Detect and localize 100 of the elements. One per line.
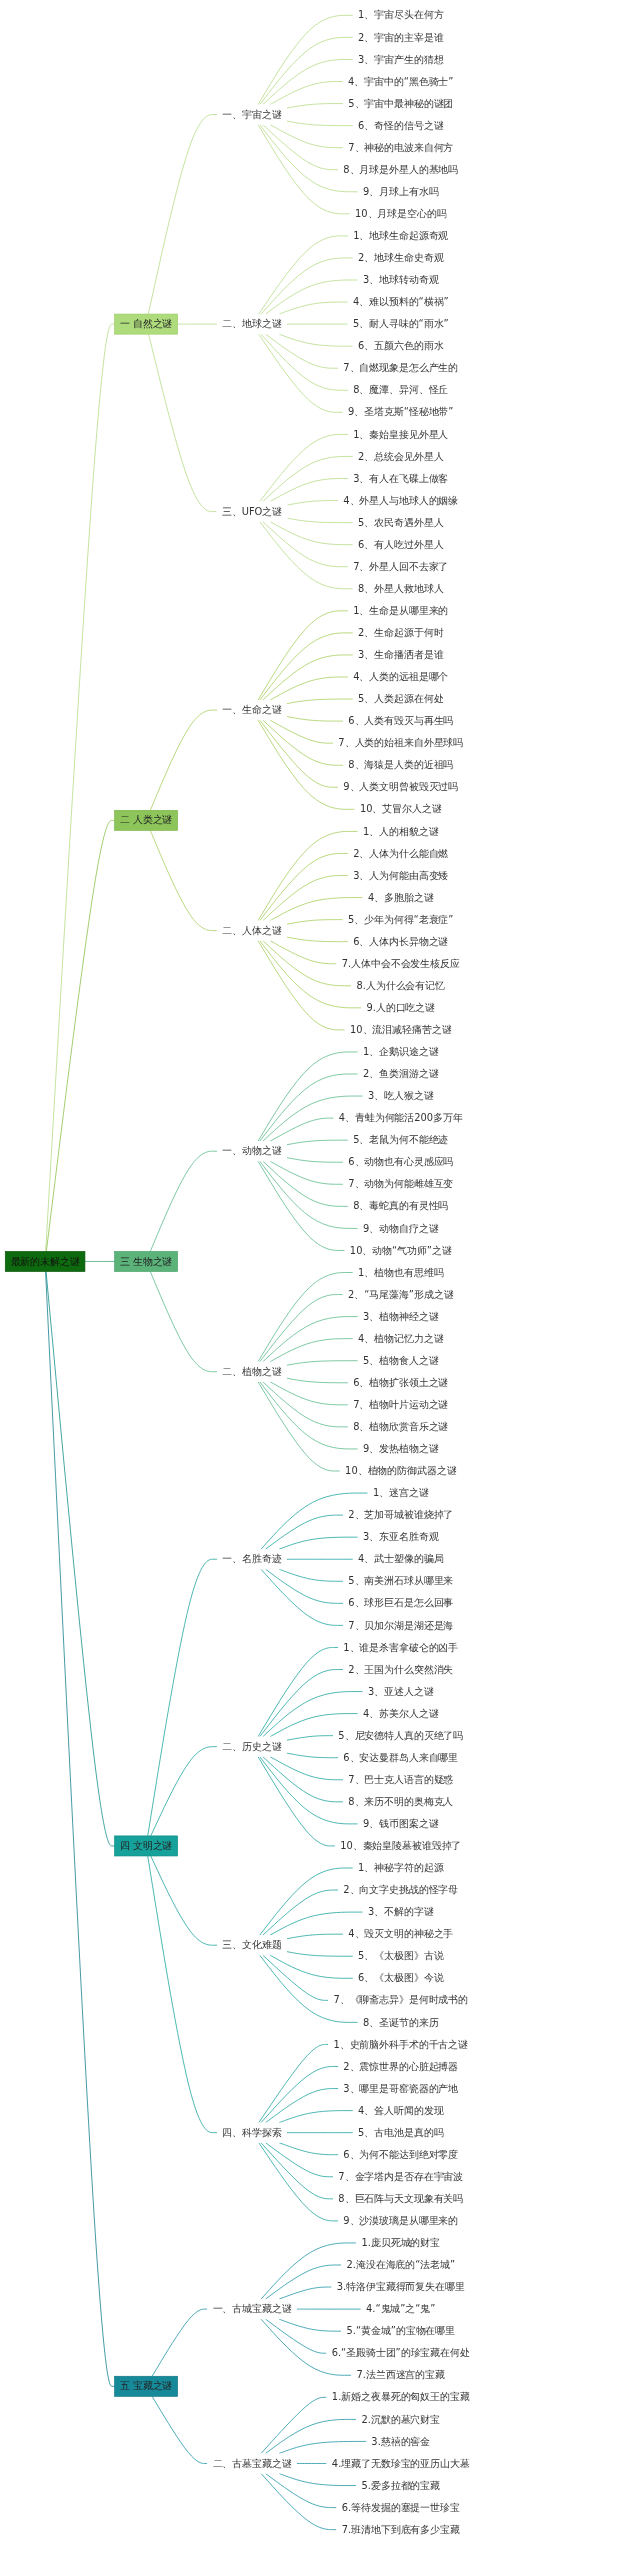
node-text: 二、人体之谜 bbox=[222, 924, 282, 937]
node-text: 4、难以预料的“横祸” bbox=[353, 295, 449, 308]
connector bbox=[257, 940, 346, 1031]
connector bbox=[269, 940, 337, 965]
node-text: 7、人类的始祖来自外星球吗 bbox=[338, 737, 464, 749]
connector bbox=[151, 2395, 208, 2464]
connector bbox=[269, 124, 344, 149]
node-text: 2、总统会见外星人 bbox=[358, 450, 444, 463]
node-text: 2、人体为什么能自燃 bbox=[353, 847, 449, 860]
connector bbox=[262, 124, 339, 171]
node-text: 3、不解的字谜 bbox=[367, 1906, 434, 1918]
connector bbox=[257, 1381, 341, 1472]
node-text: 8、毒蛇真的有灵性吗 bbox=[353, 1200, 449, 1213]
node-text: 3、人为何能由高变矮 bbox=[353, 869, 449, 882]
connector bbox=[259, 940, 362, 1009]
connector bbox=[286, 1157, 344, 1163]
connector bbox=[257, 1272, 354, 1363]
node-text: 一、名胜奇迹 bbox=[222, 1553, 282, 1565]
connector bbox=[257, 1756, 336, 1847]
node-text: 9、动物自疗之谜 bbox=[363, 1222, 439, 1235]
connector bbox=[149, 830, 218, 932]
connector bbox=[265, 2088, 339, 2123]
node-box: 二 人类之谜 bbox=[114, 810, 178, 831]
node-text: 2、鱼类洄游之谜 bbox=[363, 1067, 439, 1080]
connector bbox=[257, 14, 354, 105]
node-text: 7、神秘的电波来自何方 bbox=[348, 141, 454, 154]
node-text: 7、自燃现象是怎么产生的 bbox=[343, 362, 459, 374]
connector bbox=[259, 1160, 359, 1229]
node-text: 3、植物神经之谜 bbox=[363, 1310, 439, 1323]
connector bbox=[278, 2142, 339, 2156]
connector bbox=[260, 2396, 327, 2454]
node-text: 2、向文字史挑战的怪字母 bbox=[343, 1883, 459, 1896]
node-text: 3、亚述人之谜 bbox=[367, 1685, 434, 1698]
node-text: 1、谁是杀害拿破仑的凶手 bbox=[343, 1641, 459, 1654]
node-text: 9、沙漠玻璃是从哪里来的 bbox=[343, 2214, 459, 2227]
connector bbox=[269, 897, 364, 921]
connector bbox=[257, 124, 351, 215]
node-text: 5.爱多拉都的宝藏 bbox=[361, 2479, 441, 2492]
node-text: 4、武士塑像的骗局 bbox=[358, 1553, 444, 1565]
node-text: 6、人类有毁灭与再生吗 bbox=[348, 715, 454, 727]
connector bbox=[257, 1647, 339, 1738]
connector bbox=[269, 1713, 359, 1738]
node-text: 5.“黄金城”的宝物在哪里 bbox=[346, 2325, 456, 2337]
connector bbox=[259, 521, 354, 590]
node-text: 3、宇宙产生的猜想 bbox=[358, 53, 444, 66]
node-text: 2、芝加哥城被谁烧掉了 bbox=[348, 1509, 454, 1521]
connector bbox=[262, 1889, 339, 1936]
node-text: 3.慈禧的窖金 bbox=[371, 2435, 431, 2448]
node-text: 10、植物的防御武器之谜 bbox=[345, 1464, 457, 1477]
connector bbox=[260, 2318, 352, 2376]
connector bbox=[147, 1558, 218, 1837]
connector bbox=[286, 919, 344, 925]
connector bbox=[149, 1271, 218, 1373]
node-box: 三 生物之谜 bbox=[114, 1251, 178, 1272]
connector bbox=[269, 1381, 349, 1406]
node-text: 5、人类起源在何处 bbox=[358, 692, 444, 705]
node-text: 10、秦始皇陵墓被谁毁掉了 bbox=[340, 1839, 462, 1852]
connector bbox=[269, 1756, 344, 1781]
node-text: 2、地球生命史奇观 bbox=[358, 251, 444, 264]
connector bbox=[265, 2419, 357, 2454]
node-text: 5、耐人寻味的“雨水” bbox=[353, 318, 449, 330]
node-text: 1、迷宫之谜 bbox=[372, 1486, 429, 1499]
node-text: 5、南美洲石球从哪里来 bbox=[348, 1575, 454, 1588]
node-text: 8、魔潭、异河、怪丘 bbox=[353, 384, 449, 397]
connector bbox=[269, 719, 334, 744]
connector bbox=[262, 1756, 344, 1803]
connector bbox=[278, 2441, 367, 2454]
node-text: 1、史前脑外科手术的千古之谜 bbox=[333, 2038, 469, 2051]
node-text: 8、海猿是人类的近祖吗 bbox=[348, 759, 454, 771]
node-text: 9、发热植物之谜 bbox=[363, 1442, 439, 1455]
connector bbox=[265, 2473, 337, 2508]
connector bbox=[278, 1536, 359, 1550]
node-text: 8、巨石阵与天文现象有关吗 bbox=[338, 2192, 464, 2205]
connector bbox=[151, 2308, 208, 2377]
connector bbox=[150, 1855, 218, 1946]
node-text: 二、植物之谜 bbox=[222, 1365, 282, 1378]
connector bbox=[286, 1139, 349, 1146]
node-text: 5、《太极图》古说 bbox=[358, 1950, 444, 1962]
connector bbox=[260, 2242, 357, 2300]
connector bbox=[286, 120, 354, 126]
node-text: 5、植物食人之谜 bbox=[363, 1354, 439, 1367]
connector bbox=[269, 1954, 354, 1979]
node-text: 1.新婚之夜暴死的匈奴王的宝藏 bbox=[331, 2391, 470, 2404]
connector bbox=[258, 2142, 339, 2222]
node-text: 6、有人吃过外星人 bbox=[358, 538, 444, 551]
node-text: 3、有人在飞碟上做客 bbox=[353, 472, 449, 485]
connector bbox=[278, 333, 354, 347]
node-text: 7、《聊斋志异》是何时成书的 bbox=[333, 1994, 469, 2007]
connector bbox=[258, 2044, 329, 2123]
connector bbox=[259, 853, 349, 921]
node-box: 一 自然之谜 bbox=[114, 313, 178, 335]
connector bbox=[260, 333, 349, 391]
connector bbox=[259, 434, 349, 502]
connector bbox=[259, 1669, 344, 1738]
node-text: 5、少年为何得“老衰症” bbox=[348, 913, 454, 926]
connector bbox=[148, 333, 218, 512]
node-text: 9、人类文明曾被毁灭过吗 bbox=[343, 781, 459, 794]
node-text: 6、球形巨石是怎么回事 bbox=[348, 1597, 454, 1610]
connector bbox=[258, 235, 349, 315]
connector bbox=[260, 2142, 334, 2200]
